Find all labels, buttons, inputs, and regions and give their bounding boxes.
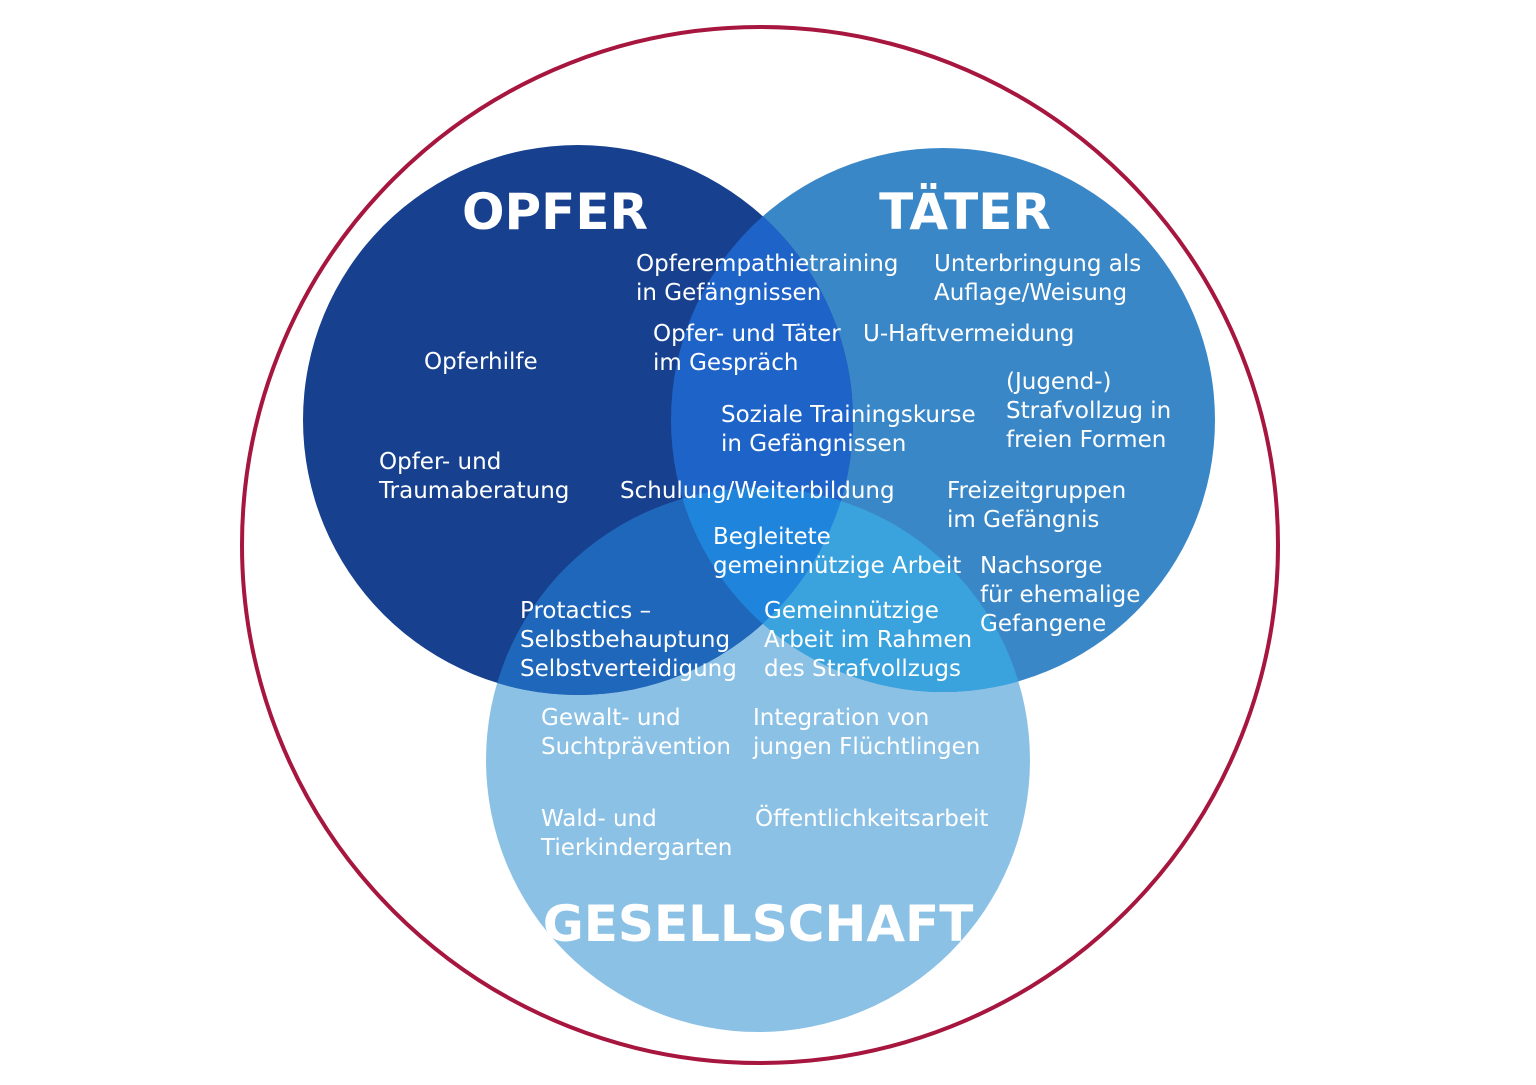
label-line: Auflage/Weisung bbox=[934, 280, 1127, 306]
label-line: freien Formen bbox=[1006, 427, 1166, 453]
label-line: Protactics – bbox=[520, 598, 651, 624]
opfer-gesellschaft-overlap bbox=[486, 488, 853, 695]
gesellschaft-title: GESELLSCHAFT bbox=[543, 895, 974, 953]
taeter-gesellschaft-overlap bbox=[671, 488, 1030, 692]
label-line: des Strafvollzugs bbox=[764, 656, 961, 682]
label-line: in Gefängnissen bbox=[636, 280, 821, 306]
label-line: gemeinnützige Arbeit bbox=[713, 553, 961, 579]
label-opfer-taeter-gespraech: Opfer- und Täter im Gespräch bbox=[653, 321, 841, 376]
label-integration: Integration von jungen Flüchtlingen bbox=[752, 705, 980, 760]
opfer-title: OPFER bbox=[462, 183, 648, 241]
outer-frame-circle bbox=[240, 25, 1280, 1065]
label-u-haftvermeidung: U-Haftvermeidung bbox=[863, 321, 1074, 347]
label-line: Opferempathietraining bbox=[636, 251, 898, 277]
label-line: Opfer- und Täter bbox=[653, 321, 841, 347]
label-line: jungen Flüchtlingen bbox=[752, 734, 980, 760]
label-schulung: Schulung/Weiterbildung bbox=[620, 478, 895, 504]
label-freizeitgruppen: Freizeitgruppen im Gefängnis bbox=[947, 478, 1126, 533]
label-line: U-Haftvermeidung bbox=[863, 321, 1074, 347]
label-line: Begleitete bbox=[713, 524, 831, 550]
label-jugendstrafvollzug: (Jugend-) Strafvollzug in freien Formen bbox=[1006, 369, 1171, 453]
label-line: Nachsorge bbox=[980, 553, 1102, 579]
label-line: Strafvollzug in bbox=[1006, 398, 1171, 424]
label-line: Gefangene bbox=[980, 611, 1106, 637]
label-line: Selbstverteidigung bbox=[520, 656, 737, 682]
label-line: Opfer- und bbox=[379, 449, 501, 475]
label-line: für ehemalige bbox=[980, 582, 1140, 608]
label-line: (Jugend-) bbox=[1006, 369, 1112, 395]
label-line: Wald- und bbox=[541, 806, 657, 832]
label-line: Gemeinnützige bbox=[764, 598, 939, 624]
label-line: Schulung/Weiterbildung bbox=[620, 478, 895, 504]
label-opferempathietraining: Opferempathietraining in Gefängnissen bbox=[636, 251, 898, 306]
label-line: im Gefängnis bbox=[947, 507, 1099, 533]
label-line: Opferhilfe bbox=[424, 349, 538, 375]
label-line: Unterbringung als bbox=[934, 251, 1141, 277]
label-line: Öffentlichkeitsarbeit bbox=[755, 804, 988, 832]
label-line: Freizeitgruppen bbox=[947, 478, 1126, 504]
taeter-title: TÄTER bbox=[879, 183, 1051, 241]
label-line: Selbstbehauptung bbox=[520, 627, 730, 653]
label-line: Suchtprävention bbox=[541, 734, 731, 760]
label-opferhilfe: Opferhilfe bbox=[424, 349, 538, 375]
label-begleitete-arbeit: Begleitete gemeinnützige Arbeit bbox=[713, 524, 961, 579]
label-oeffentlichkeitsarbeit: Öffentlichkeitsarbeit bbox=[755, 804, 988, 832]
label-line: Arbeit im Rahmen bbox=[764, 627, 972, 653]
label-soziale-trainingskurse: Soziale Trainingskurse in Gefängnissen bbox=[721, 402, 976, 457]
label-line: Integration von bbox=[753, 705, 929, 731]
label-line: Traumaberatung bbox=[378, 478, 569, 504]
label-line: im Gespräch bbox=[653, 350, 798, 376]
label-line: Tierkindergarten bbox=[540, 835, 732, 861]
label-line: Soziale Trainingskurse bbox=[721, 402, 976, 428]
label-line: in Gefängnissen bbox=[721, 431, 906, 457]
label-line: Gewalt- und bbox=[541, 705, 681, 731]
